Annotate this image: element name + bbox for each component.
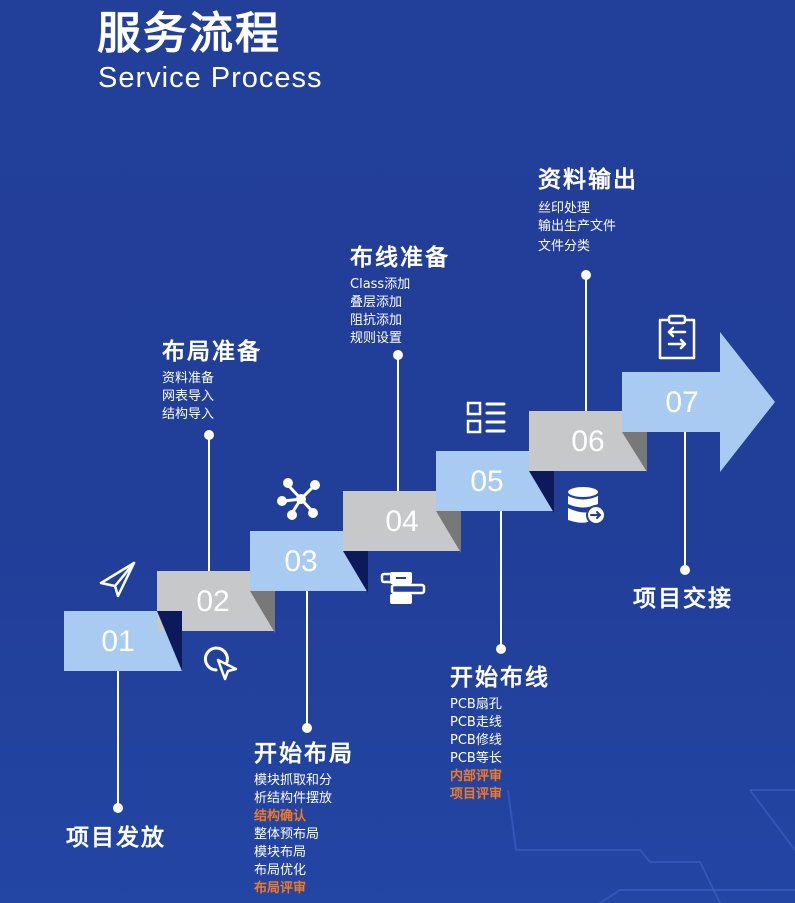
- step-03-title: 开始布局: [254, 741, 354, 767]
- step-item-highlight: 布局评审: [254, 881, 307, 896]
- step-number: 06: [571, 425, 605, 458]
- step-04: 04: [343, 491, 461, 551]
- step-06-block: [529, 411, 647, 471]
- step-number: 05: [470, 465, 504, 498]
- step-05-fold: [529, 471, 554, 513]
- step-04-block: [343, 491, 461, 551]
- step-01-fold: [157, 611, 182, 671]
- step-item: 模块布局: [254, 845, 307, 860]
- clipboard-transfer-icon: [658, 314, 696, 360]
- step-item: 析结构件摆放: [254, 791, 333, 806]
- step-item: 网表导入: [162, 389, 215, 404]
- step-item: 输出生产文件: [538, 219, 617, 234]
- step-06-title: 资料输出: [538, 167, 638, 193]
- step-02-block: [157, 571, 275, 631]
- step-03: 03: [250, 531, 368, 591]
- step-05: 05: [436, 451, 554, 511]
- step-01-title: 项目发放: [66, 825, 166, 851]
- connector-03: [306, 591, 308, 726]
- database-export-icon: [568, 487, 606, 525]
- connector-dot-06: [581, 270, 591, 280]
- step-02-title: 布局准备: [162, 339, 262, 365]
- step-05-block: [436, 451, 554, 511]
- step-number: 04: [385, 505, 419, 538]
- step-item: 布局优化: [254, 863, 307, 878]
- step-item: 整体预布局: [254, 827, 320, 842]
- connector-dot-03: [302, 723, 312, 733]
- step-item: 阻抗添加: [350, 313, 403, 328]
- step-06-fold: [622, 432, 647, 472]
- step-item-highlight: 项目评审: [450, 787, 503, 802]
- connector-02: [208, 436, 210, 571]
- step-item: 资料准备: [162, 371, 215, 386]
- cursor-click-icon: [203, 646, 238, 681]
- step-number: 03: [284, 545, 318, 578]
- step-item-highlight: 结构确认: [254, 809, 307, 824]
- step-03-fold: [343, 551, 368, 593]
- step-01-block: [64, 611, 182, 671]
- step-04-items: Class添加 叠层添加 阻抗添加 规则设置: [350, 276, 410, 348]
- step-item: 模块抓取和分: [254, 773, 333, 788]
- page-title: 服务流程: [97, 8, 281, 59]
- database-schema-icon: [380, 572, 426, 604]
- step-item: Class添加: [350, 277, 411, 292]
- step-07-arrow: [622, 332, 775, 472]
- paper-plane-icon: [99, 561, 136, 598]
- connector-dot-02: [204, 430, 214, 440]
- step-item: PCB修线: [450, 733, 502, 748]
- step-item: PCB走线: [450, 715, 502, 730]
- checklist-icon: [466, 401, 506, 434]
- connector-dot-01: [113, 803, 123, 813]
- step-item: 丝印处理: [538, 201, 591, 216]
- step-number: 01: [101, 625, 135, 658]
- step-06: 06: [529, 411, 647, 471]
- connector-05: [500, 511, 502, 646]
- step-item: PCB扇孔: [450, 697, 502, 712]
- network-hub-icon: [277, 478, 320, 520]
- step-02-items: 资料准备 网表导入 结构导入: [162, 370, 214, 424]
- step-05-items: PCB扇孔 PCB走线 PCB修线 PCB等长 内部评审 项目评审: [450, 696, 502, 804]
- step-item-highlight: 内部评审: [450, 769, 503, 784]
- connector-06: [585, 276, 587, 411]
- connector-07: [684, 432, 686, 567]
- step-02: 02: [157, 571, 275, 631]
- connector-01: [117, 671, 119, 805]
- step-05-title: 开始布线: [450, 665, 550, 691]
- step-number: 02: [196, 585, 230, 618]
- step-item: 规则设置: [350, 331, 403, 346]
- page-subtitle: Service Process: [98, 62, 323, 94]
- step-number: 07: [665, 386, 699, 419]
- step-04-title: 布线准备: [350, 245, 450, 271]
- step-item: 结构导入: [162, 407, 215, 422]
- step-03-block: [250, 531, 368, 591]
- step-07-title: 项目交接: [633, 586, 733, 612]
- step-item: PCB等长: [450, 751, 502, 766]
- connector-dot-05: [496, 644, 506, 654]
- connector-04: [397, 356, 399, 491]
- step-02-fold: [250, 591, 275, 633]
- step-item: 文件分类: [538, 239, 591, 254]
- step-01: 01: [64, 611, 182, 671]
- step-item: 叠层添加: [350, 295, 403, 310]
- connector-dot-04: [393, 350, 403, 360]
- step-06-items: 丝印处理 输出生产文件 文件分类: [538, 200, 616, 256]
- connector-dot-07: [680, 565, 690, 575]
- step-03-items: 模块抓取和分 析结构件摆放 结构确认 整体预布局 模块布局 布局优化 布局评审: [254, 772, 332, 898]
- step-04-fold: [436, 511, 461, 553]
